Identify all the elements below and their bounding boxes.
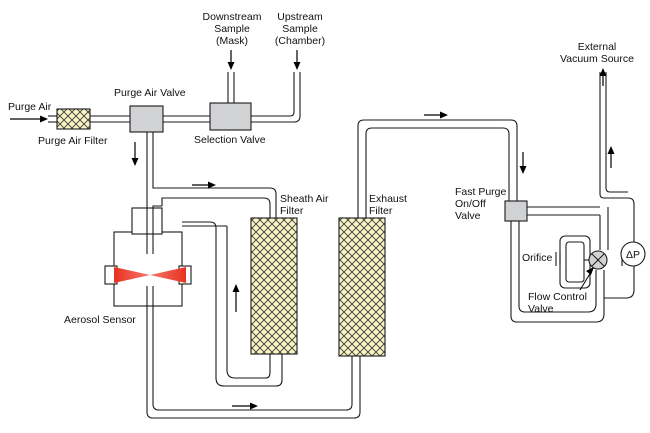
flow-control-pointer — [579, 267, 594, 291]
external-vacuum-label-1: External — [578, 41, 617, 53]
sheath-up-arrow — [232, 284, 240, 312]
purge-air-valve-label: Purge Air Valve — [114, 87, 186, 99]
aerosol-sensor — [104, 207, 217, 307]
aerosol-sensor-label: Aerosol Sensor — [64, 314, 136, 326]
sheath-air-filter-label-1: Sheath Air — [280, 193, 329, 205]
upstream-sample-arrow — [293, 50, 301, 70]
vacuum-up-arrow — [607, 146, 615, 168]
delta-p-label: ΔP — [626, 249, 640, 261]
upstream-sample-label-3: (Chamber) — [275, 35, 325, 47]
upstream-sample-label-2: Sample — [282, 23, 318, 35]
purge-air-filter — [56, 108, 91, 130]
exhaust-filter-label-2: Filter — [369, 205, 393, 217]
flow-control-label-1: Flow Control — [528, 291, 587, 303]
purge-air-label: Purge Air — [8, 101, 52, 113]
selection-valve — [209, 102, 252, 131]
purge-air-valve — [129, 105, 164, 133]
exhaust-filter — [338, 217, 386, 357]
vacuum-circuit — [510, 72, 635, 323]
fast-purge-label-2: On/Off — [455, 198, 486, 210]
upstream-sample-label-1: Upstream — [277, 11, 323, 23]
purge-air-line — [48, 72, 301, 123]
fast-purge-label-3: Valve — [455, 210, 481, 222]
vacuum-flow-arrow-top — [424, 111, 448, 119]
downstream-sample-label-1: Downstream — [203, 11, 262, 23]
sheath-air-filter-label-2: Filter — [280, 205, 304, 217]
external-vacuum-label-2: Vacuum Source — [560, 53, 634, 65]
sheath-air-filter — [250, 217, 298, 355]
purge-air-filter-label: Purge Air Filter — [38, 135, 108, 147]
vacuum-source-arrow — [599, 68, 607, 86]
downstream-sample-label-2: Sample — [214, 23, 250, 35]
downstream-sample-label-3: (Mask) — [216, 35, 248, 47]
purge-down-arrow — [131, 142, 139, 166]
exhaust-to-vacuum-pipe — [357, 119, 518, 218]
fast-purge-label-1: Fast Purge — [455, 186, 507, 198]
purge-valve-down-pipe — [146, 132, 277, 228]
sensor-exhaust-pipe — [146, 306, 361, 419]
delta-p-gauge: ΔP — [620, 241, 646, 267]
sheath-return-pipe — [182, 225, 283, 387]
flow-control-label-2: Valve — [528, 303, 554, 315]
selection-valve-label: Selection Valve — [194, 134, 266, 146]
fast-purge-valve — [504, 200, 528, 222]
flow-control-valve — [588, 250, 608, 270]
purge-air-arrow — [10, 115, 48, 123]
sheath-flow-arrow — [192, 181, 216, 189]
orifice-label: Orifice — [522, 252, 552, 264]
exhaust-filter-label-1: Exhaust — [369, 193, 407, 205]
vacuum-flow-arrow-down — [519, 152, 527, 174]
exhaust-flow-arrow — [232, 402, 258, 410]
downstream-sample-pipe — [227, 50, 235, 103]
